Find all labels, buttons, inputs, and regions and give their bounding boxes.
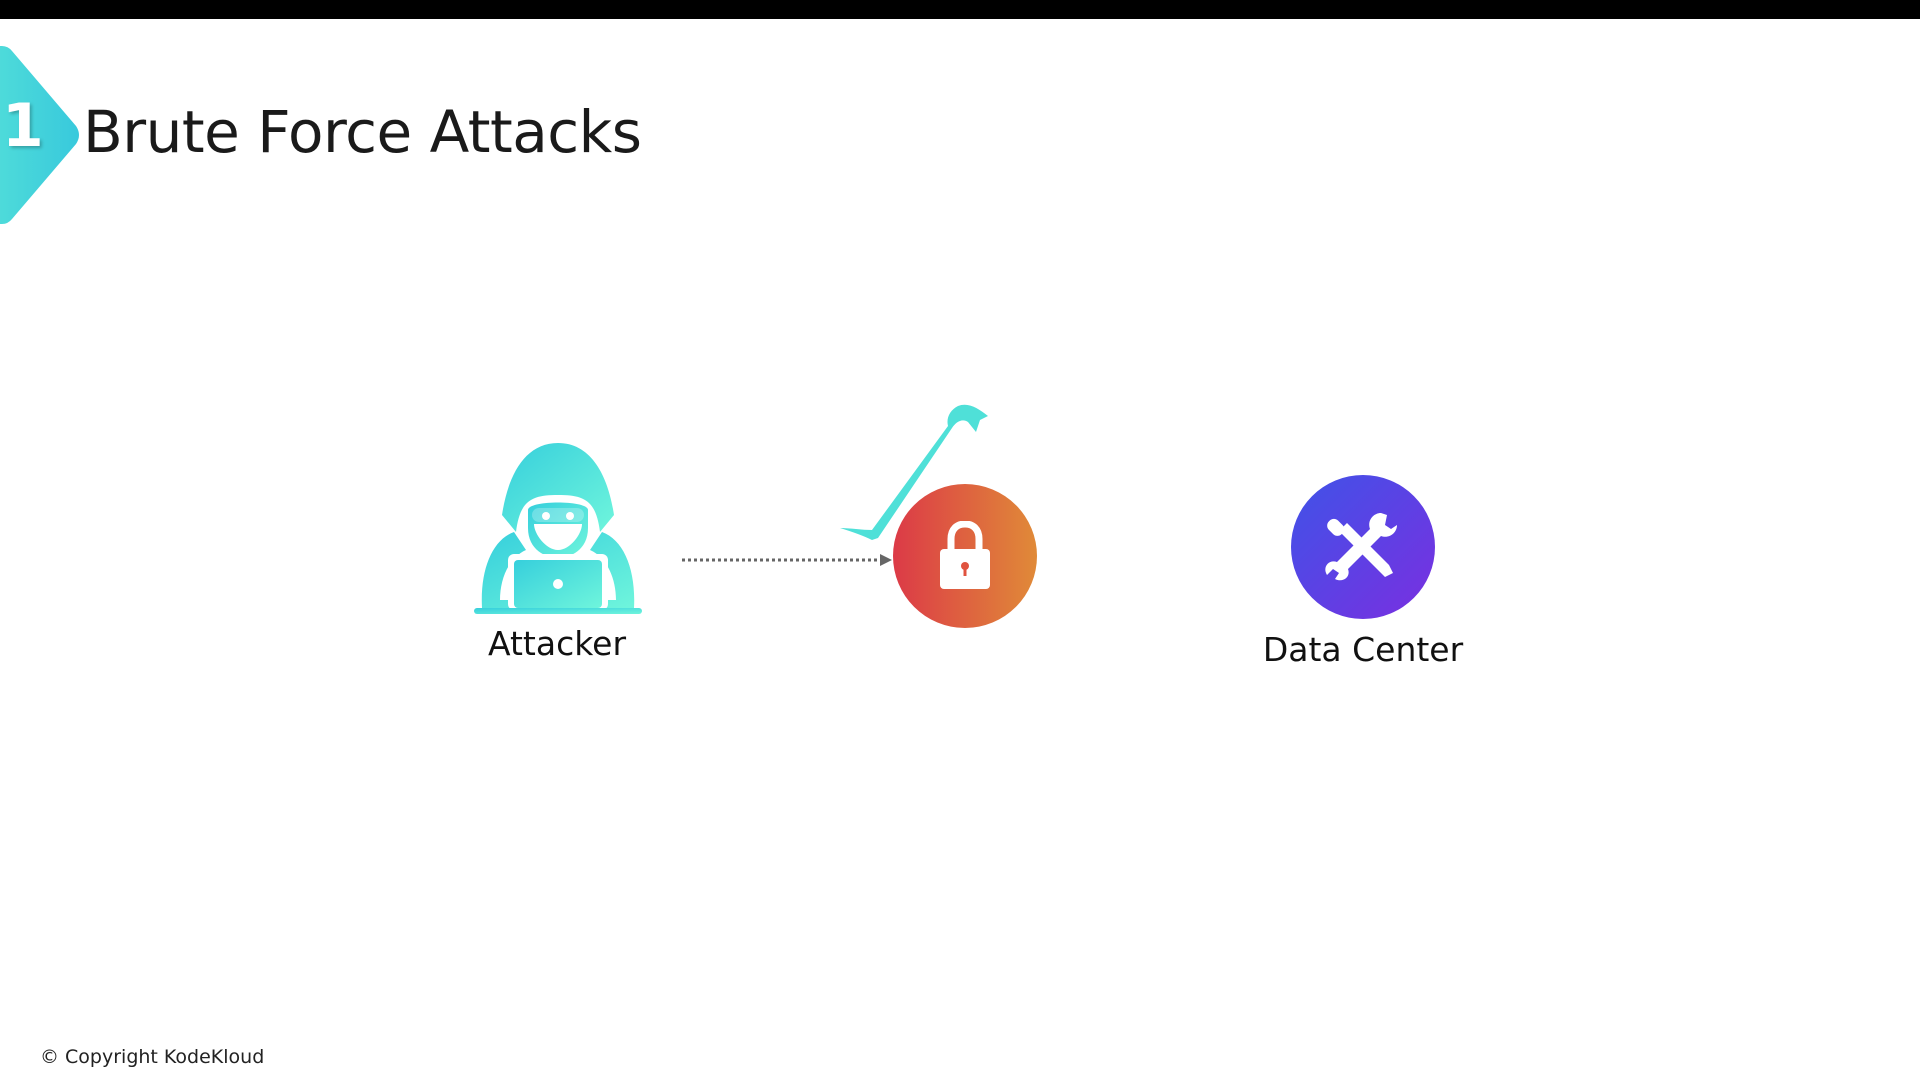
hacker-icon — [474, 443, 642, 614]
tools-icon — [1325, 513, 1397, 581]
dotted-arrow — [682, 554, 892, 566]
data-center-circle — [1291, 475, 1435, 619]
lock-circle — [893, 484, 1037, 628]
top-black-bar — [0, 0, 1920, 19]
attacker-label: Attacker — [487, 624, 627, 663]
section-number: 1 — [2, 91, 44, 161]
lock-icon — [940, 521, 990, 589]
section-number-badge — [0, 46, 79, 224]
copyright-footer: © Copyright KodeKloud — [40, 1046, 265, 1068]
page-title: Brute Force Attacks — [83, 98, 642, 166]
crowbar-icon — [840, 404, 988, 540]
data-center-label: Data Center — [1262, 630, 1464, 669]
